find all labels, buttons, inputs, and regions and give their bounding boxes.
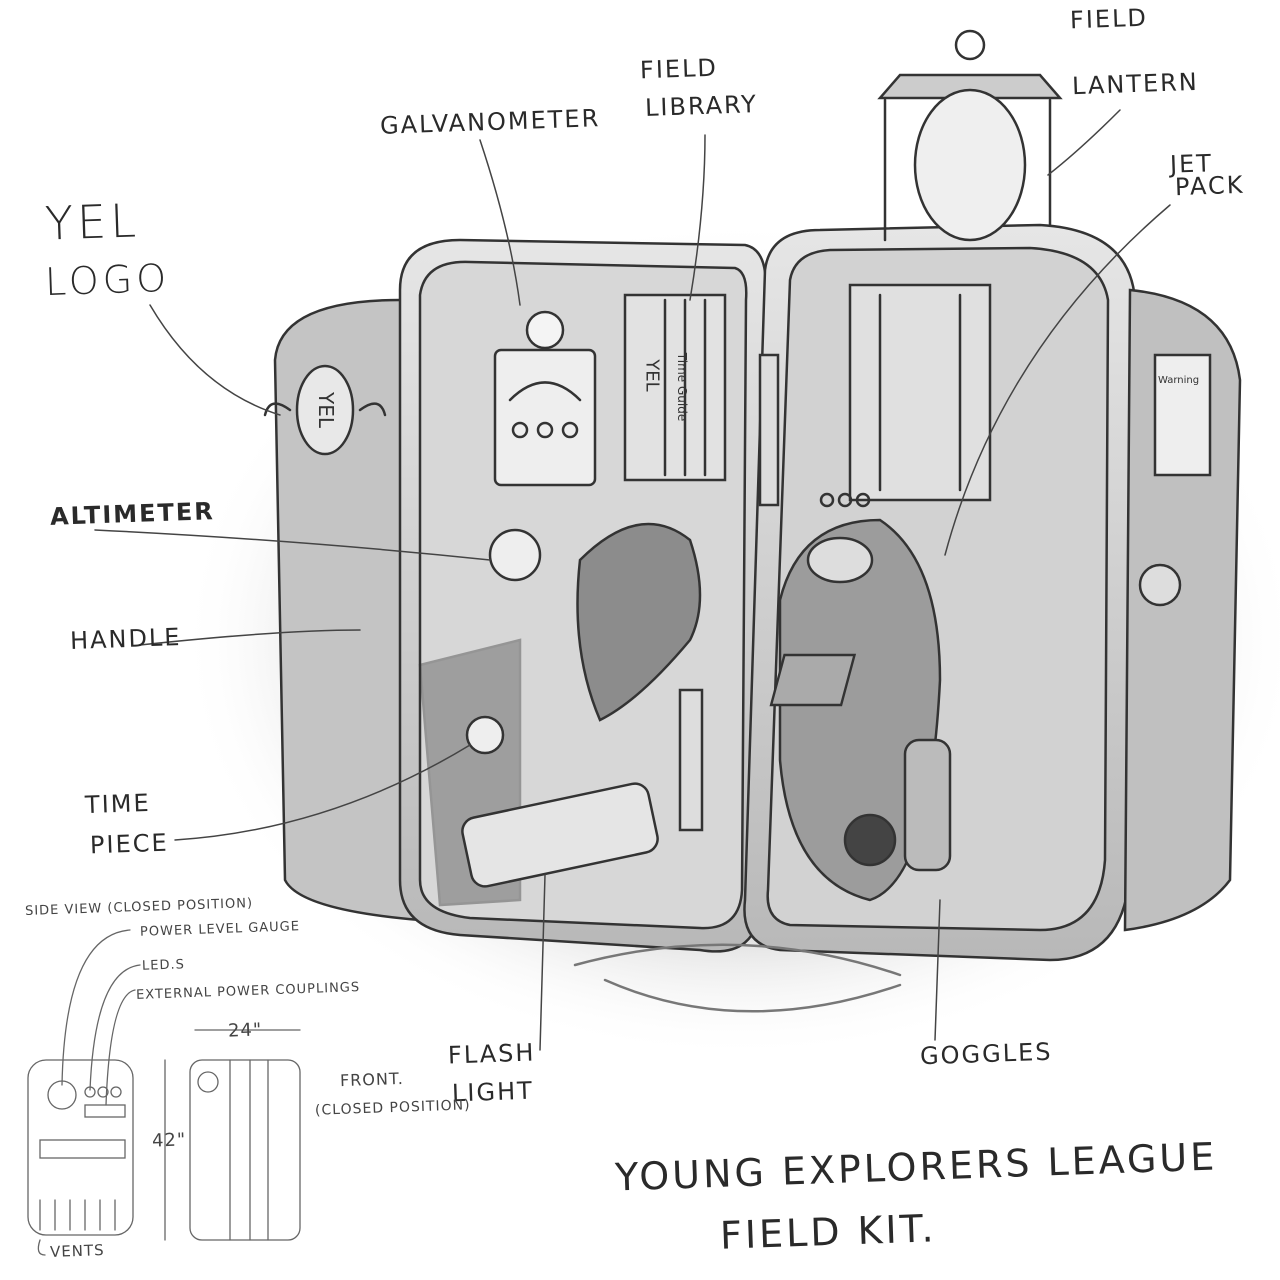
- label-handle: Handle: [69, 623, 182, 655]
- label-yel-logo-1: YEL: [44, 193, 141, 251]
- jet-pack-intake: [806, 536, 874, 584]
- label-altimeter: Altimeter: [49, 497, 216, 531]
- leader-lines: [94, 109, 1171, 1051]
- note-width: 24": [227, 1019, 263, 1042]
- lantern-globe: [913, 88, 1027, 242]
- flashlight: [461, 782, 659, 888]
- side-gauge: [1138, 563, 1182, 607]
- leader-line: [689, 134, 706, 301]
- leader-line: [139, 629, 361, 646]
- note-vents: Vents: [49, 1241, 105, 1261]
- leader-line: [149, 304, 281, 416]
- leader-line: [94, 529, 491, 561]
- field-library: [623, 293, 727, 482]
- label-time-piece-1: Time: [84, 788, 152, 820]
- label-field-library-1: Field: [639, 53, 719, 85]
- leader-line: [539, 874, 546, 1051]
- yel-logo-emblem: [295, 364, 355, 456]
- logo-wings: [263, 402, 387, 417]
- warning-text: Warning: [1158, 375, 1200, 386]
- indicator-light: [837, 492, 853, 508]
- lantern-ring: [954, 29, 986, 61]
- indicator-light: [855, 492, 871, 508]
- book-spine-time-guide: Time Guide: [675, 352, 690, 422]
- logo-text: YEL: [314, 392, 338, 428]
- galvanometer-bulb: [525, 310, 565, 350]
- jet-pack-rack: [848, 283, 992, 502]
- title-line-2: Field Kit.: [719, 1206, 938, 1258]
- note-height: 42": [151, 1129, 187, 1152]
- label-flashlight-1: Flash: [447, 1038, 536, 1070]
- label-field-lantern-2: Lantern: [1071, 67, 1200, 101]
- galvanometer-dial: [508, 381, 582, 402]
- jet-pack: [778, 518, 942, 902]
- galvanometer-knob: [561, 421, 579, 439]
- front-view-sketch: [164, 1029, 301, 1241]
- hinge-upper: [758, 353, 780, 507]
- indicator-light: [819, 492, 835, 508]
- note-leds: LED.s: [141, 957, 186, 974]
- leader-line: [944, 204, 1171, 556]
- side-view-sketch: [27, 929, 141, 1256]
- leader-line: [1047, 109, 1121, 176]
- galvanometer-knob: [511, 421, 529, 439]
- label-goggles: Goggles: [919, 1037, 1053, 1071]
- field-lantern: [877, 73, 1063, 100]
- book-spine-yel: YEL: [641, 359, 663, 392]
- label-field-lantern-1: Field: [1069, 3, 1149, 35]
- galvanometer: [493, 348, 597, 487]
- label-yel-logo-2: Logo: [44, 255, 171, 305]
- label-field-library-2: Library: [644, 90, 759, 122]
- open-arrow: [573, 943, 902, 977]
- leader-line: [479, 139, 521, 306]
- slot-vents: [769, 653, 857, 707]
- note-front-1: Front.: [339, 1068, 405, 1091]
- close-arrow: [603, 978, 902, 1013]
- time-piece: [465, 715, 505, 755]
- altimeter: [488, 528, 542, 582]
- warning-sign: [1153, 353, 1212, 477]
- leader-line: [174, 744, 471, 841]
- label-time-piece-2: Piece: [89, 828, 170, 860]
- leader-line: [934, 899, 941, 1041]
- jet-pack-nozzle: [843, 813, 897, 867]
- hinge-lower: [678, 688, 704, 832]
- goggles: [903, 738, 952, 872]
- galvanometer-knob: [536, 421, 554, 439]
- coat: [576, 522, 702, 722]
- label-jet-pack-2: Pack: [1174, 170, 1245, 202]
